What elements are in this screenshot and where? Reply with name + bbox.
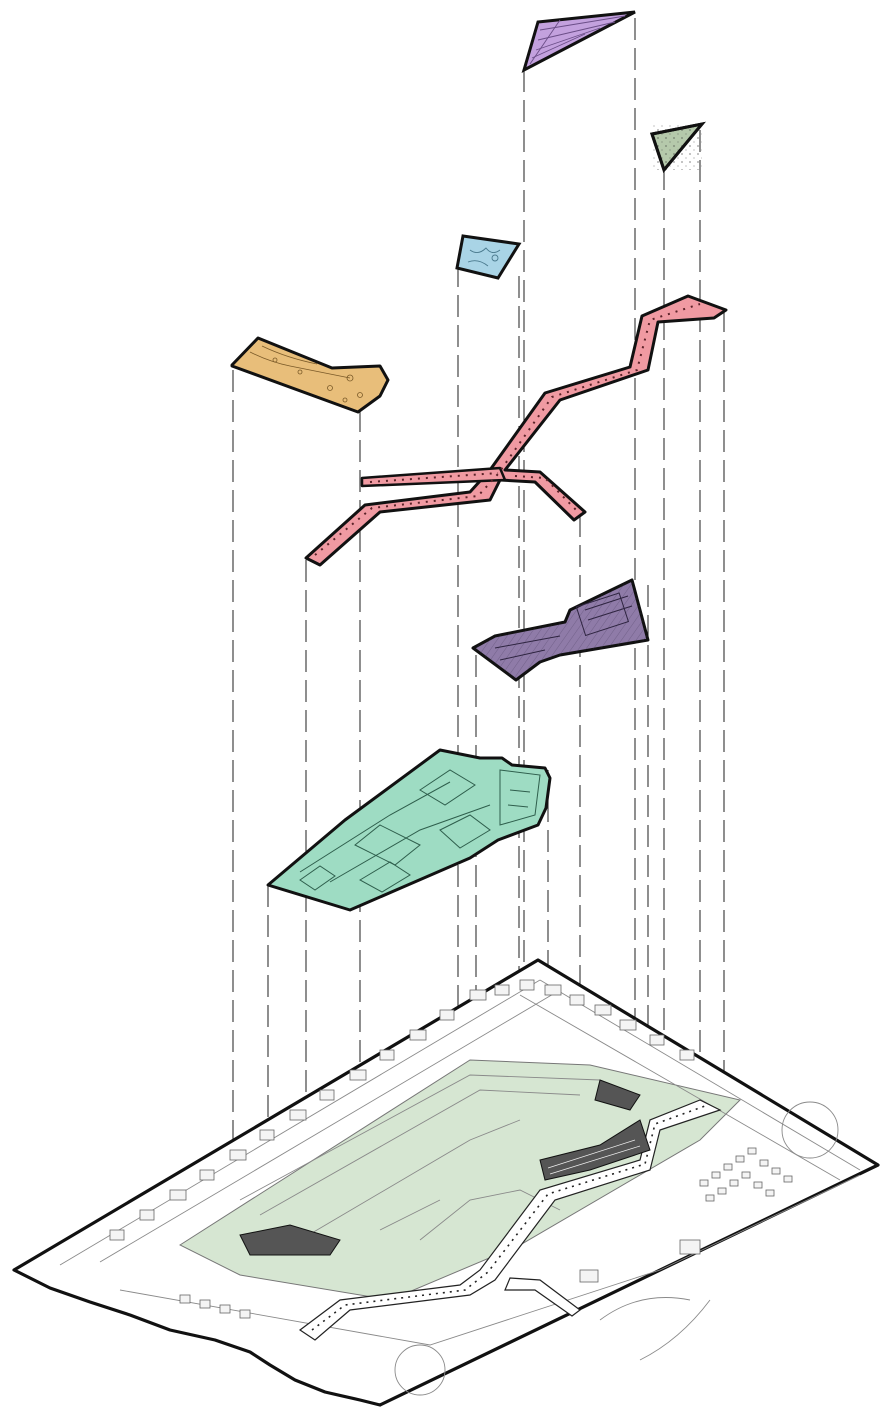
orange-park-layer: [232, 338, 388, 412]
blue-square-layer: [457, 236, 519, 278]
purple-plaza-layer: [524, 12, 635, 70]
violet-building-layer: [473, 580, 648, 680]
green-triangle-layer: [652, 124, 702, 170]
teal-residential-layer: [268, 750, 550, 910]
site-base-map-layer: [14, 960, 878, 1405]
pink-pathway-layer: [306, 296, 726, 565]
